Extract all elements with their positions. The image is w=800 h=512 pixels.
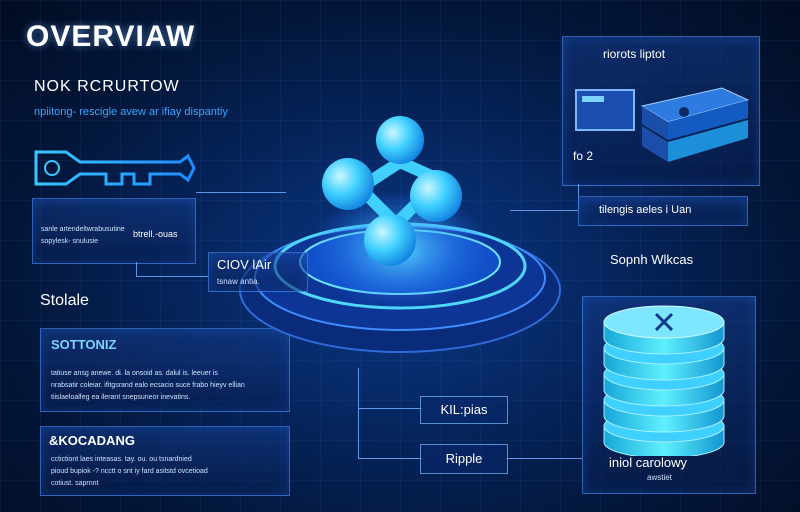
key-panel-label: btrell.-ouas bbox=[133, 229, 178, 239]
ripple-platform-illustration bbox=[239, 116, 561, 353]
right-banner: tilengis aeles i Uan bbox=[578, 196, 748, 226]
storage-title: Stolale bbox=[40, 292, 89, 309]
connector-line bbox=[358, 458, 422, 459]
connector-line bbox=[506, 458, 582, 459]
connector-line bbox=[136, 262, 137, 276]
key-panel-line: sopylesk- snulusie bbox=[41, 238, 99, 245]
info-box-line: nrabsatir coleiar. ifitgsrand ealo ecsac… bbox=[51, 382, 245, 389]
info-box-line: tiislaeloalfeg ea ilerant snepsuneor ine… bbox=[51, 394, 191, 401]
key-info-panel: sanle artendeltwrabusutine sopylesk- snu… bbox=[32, 198, 196, 264]
connector-line bbox=[358, 368, 359, 458]
pill-ripple-label: Ripple bbox=[445, 451, 483, 466]
pill-kilpias: KIL:pias bbox=[420, 396, 508, 424]
center-label-title: CIOV lAir bbox=[217, 257, 272, 272]
page-title: OVERVIAW bbox=[26, 20, 196, 53]
connector-line bbox=[196, 192, 286, 193]
server-panel-footer: fo 2 bbox=[573, 149, 594, 163]
server-icon bbox=[575, 87, 750, 162]
section-subtitle: npiitong- rescigle avew ar ifiay dispant… bbox=[34, 106, 228, 118]
center-label-sub: tsnaw antia. bbox=[217, 277, 260, 286]
pill-kilpias-label: KIL:pias bbox=[440, 402, 488, 417]
pill-ripple: Ripple bbox=[420, 444, 508, 474]
right-section-title: Sopnh Wlkcas bbox=[610, 252, 694, 267]
info-box-title: &KOCADANG bbox=[49, 433, 135, 448]
info-box-line: cotiust. saprnnt bbox=[51, 480, 99, 487]
info-box-line: tatiuse ansg anewe. di. la onsoid as. da… bbox=[51, 370, 218, 377]
info-box-title: SOTTONIZ bbox=[51, 337, 117, 352]
database-subtitle: awstiet bbox=[647, 473, 672, 482]
server-panel-title: riorots liptot bbox=[603, 47, 666, 61]
info-box-storage: SOTTONIZ tatiuse ansg anewe. di. la onso… bbox=[40, 328, 290, 412]
key-icon bbox=[34, 150, 196, 186]
info-box-line: pioud bupiok -? ncctt o snt iy fard asit… bbox=[51, 468, 208, 475]
connector-line bbox=[358, 408, 422, 409]
key-panel-line: sanle artendeltwrabusutine bbox=[41, 226, 125, 233]
connector-line bbox=[510, 210, 578, 211]
info-box-line: cctictiont laes inteasas. tay. ou. ou ts… bbox=[51, 456, 192, 463]
center-label-box: CIOV lAir tsnaw antia. bbox=[208, 252, 308, 292]
info-box-loading: &KOCADANG cctictiont laes inteasas. tay.… bbox=[40, 426, 290, 496]
database-title: iniol carolowy bbox=[609, 455, 688, 470]
section-title: NOK RCRURTOW bbox=[34, 78, 180, 95]
connector-line bbox=[136, 276, 208, 277]
database-icon bbox=[603, 305, 725, 456]
right-banner-text: tilengis aeles i Uan bbox=[599, 204, 692, 216]
